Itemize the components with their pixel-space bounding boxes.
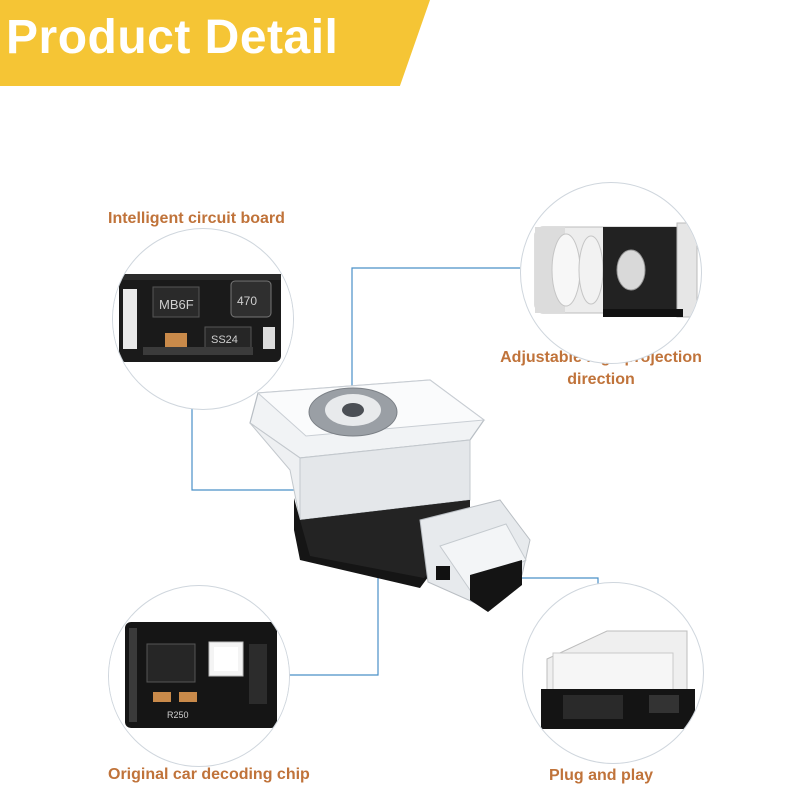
inductor-marking-text: 470 xyxy=(237,294,257,308)
detail-circle-decoding-chip: R250 xyxy=(108,585,290,767)
projector-lens xyxy=(342,403,364,417)
callout-decoding-chip: Original car decoding chip xyxy=(108,766,310,783)
callout-projection-line2: direction xyxy=(567,371,635,388)
callout-circuit-board: Intelligent circuit board xyxy=(108,210,285,227)
decoding-chip-image: R250 xyxy=(109,616,289,734)
plug-image xyxy=(541,630,695,729)
detail-circle-lens xyxy=(520,182,702,364)
callout-plug-and-play: Plug and play xyxy=(549,767,654,784)
leader-line-projection xyxy=(351,267,520,395)
leader-line-circuit xyxy=(191,400,300,491)
chip-marking-text: MB6F xyxy=(159,297,194,312)
detail-circle-plug xyxy=(522,582,704,764)
header-banner xyxy=(0,0,430,86)
detail-circle-circuit-board: MB6F 470 SS24 xyxy=(112,228,294,410)
board-code-text: R250 xyxy=(167,710,189,720)
circuit-board-image: MB6F 470 SS24 xyxy=(113,267,293,367)
lens-image xyxy=(534,222,698,318)
page-title: Product Detail xyxy=(6,11,339,64)
leader-line-chip xyxy=(285,540,379,676)
diode-marking-text: SS24 xyxy=(211,334,238,346)
